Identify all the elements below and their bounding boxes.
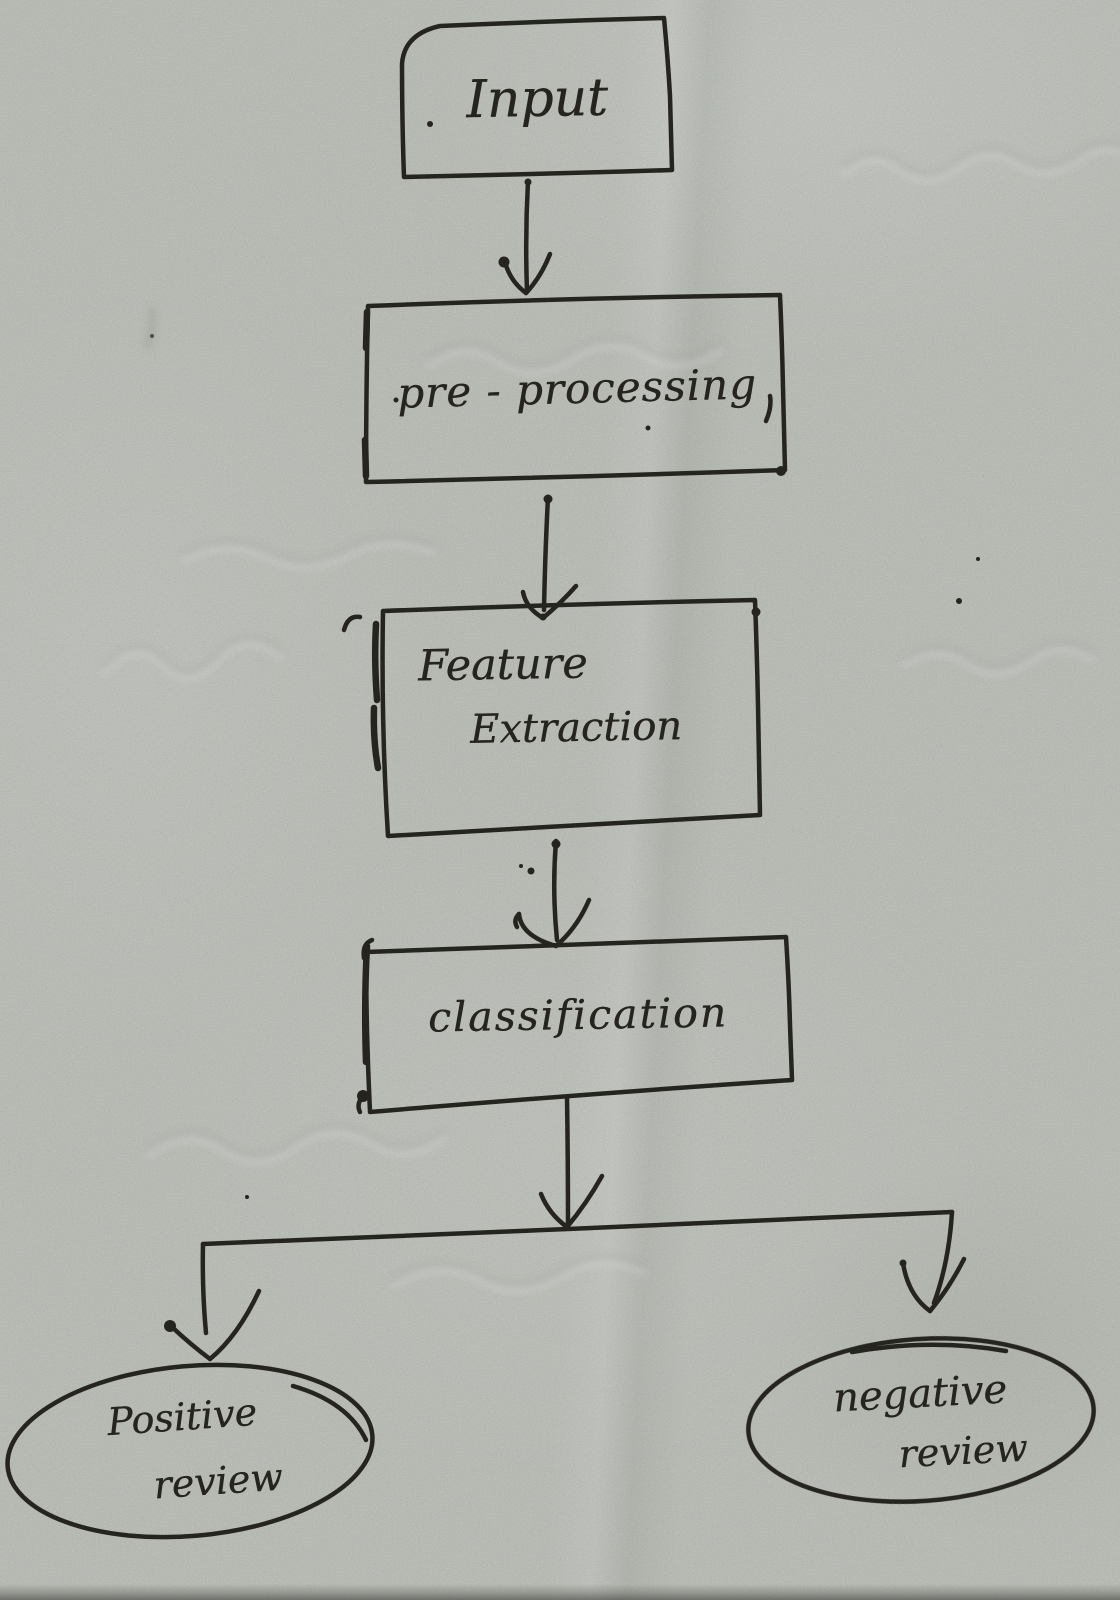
node-label-input: Input (465, 67, 609, 131)
node-label-positive-review-line1: Positive (105, 1389, 259, 1445)
node-box-classification (356, 934, 795, 1115)
node-box-input (399, 15, 675, 180)
node-ellipse-negative-review (746, 1336, 1096, 1504)
ink-specks (150, 121, 980, 1199)
node-label-pre-processing: pre - processing (396, 359, 758, 418)
node-label-classification: classification (427, 987, 729, 1042)
node-box-feature-extraction (341, 597, 763, 839)
paper-impressions (100, 140, 1120, 1294)
node-ellipse-positive-review (5, 1362, 375, 1540)
node-label-positive-review-line2: review (151, 1454, 285, 1508)
edge-branch-to-negative-review (899, 1209, 967, 1314)
node-label-feature-extraction-line2: Extraction (469, 703, 683, 753)
node-box-pre-processing (361, 292, 788, 485)
node-label-feature-extraction-line1: Feature (417, 638, 588, 692)
paper-bottom-edge-shadow (0, 1584, 1120, 1600)
node-label-negative-review-line2: review (897, 1425, 1029, 1477)
edge-branch-to-positive-review (164, 1241, 262, 1362)
node-label-negative-review-line1: negative (831, 1366, 1009, 1422)
edge-input-to-pre-processing-arrow (498, 178, 553, 296)
edge-classification-branch-arrow (200, 1094, 955, 1247)
